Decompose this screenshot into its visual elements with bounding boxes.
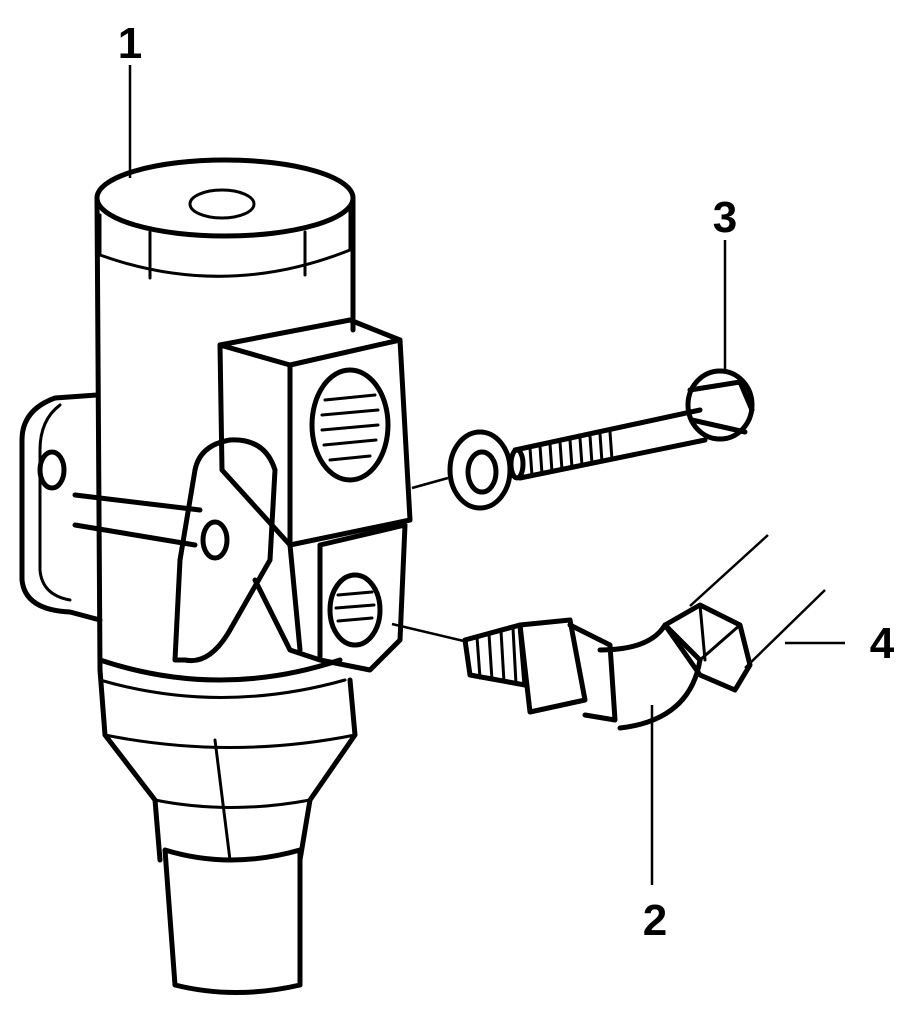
left-mount-hole	[37, 449, 67, 491]
body-taper-line	[103, 733, 357, 749]
leader-4a	[689, 534, 769, 607]
bolt-head-edges	[687, 379, 755, 435]
elbow-fitting	[462, 602, 753, 731]
body-lower-ring-inner	[98, 678, 347, 699]
body-top-hole	[188, 188, 256, 220]
fitting-nut-1	[517, 617, 588, 715]
leader-bolt-axis	[411, 476, 449, 490]
callout-label-3: 3	[713, 193, 737, 242]
lower-port-thread	[334, 590, 376, 623]
body-top-cap	[94, 157, 356, 239]
callout-label-1: 1	[118, 19, 142, 68]
body-taper-seam	[213, 738, 232, 862]
lower-port-block	[317, 522, 408, 673]
washer-hole	[465, 449, 499, 495]
body-lower-ring	[97, 657, 343, 683]
body-left-wall	[94, 195, 103, 673]
leader-fitting-axis	[391, 622, 469, 644]
upper-port	[309, 367, 391, 483]
bolt-tip	[508, 447, 526, 481]
lever-arm	[172, 437, 278, 664]
callout-label-2: 2	[643, 896, 667, 945]
body-taper-left	[97, 667, 163, 863]
left-mount-lug	[19, 392, 103, 623]
fitting-thread	[475, 626, 518, 686]
fitting-swivel-edges	[698, 603, 742, 662]
left-mount-lug-inner	[38, 403, 72, 602]
body-shoulder	[252, 542, 323, 663]
body-strap	[72, 492, 203, 548]
body-bottom-stem	[162, 847, 303, 995]
lower-port	[327, 572, 383, 648]
bolt-thread	[528, 430, 614, 478]
leader-4b	[744, 589, 826, 669]
fitting-nut-2	[567, 622, 618, 723]
body-taper-right	[297, 677, 358, 863]
body-hex-nut	[98, 208, 352, 280]
valve-body	[19, 157, 413, 995]
fitting-swivel-nut	[662, 602, 753, 693]
body-taper-line-2	[153, 798, 312, 809]
port-block	[217, 317, 413, 548]
lever-pivot	[200, 519, 230, 561]
upper-port-thread	[320, 393, 380, 462]
bolt-assembly	[447, 368, 755, 511]
port-block-edges	[217, 337, 403, 548]
washer	[447, 429, 513, 511]
callout-label-4: 4	[870, 619, 895, 668]
